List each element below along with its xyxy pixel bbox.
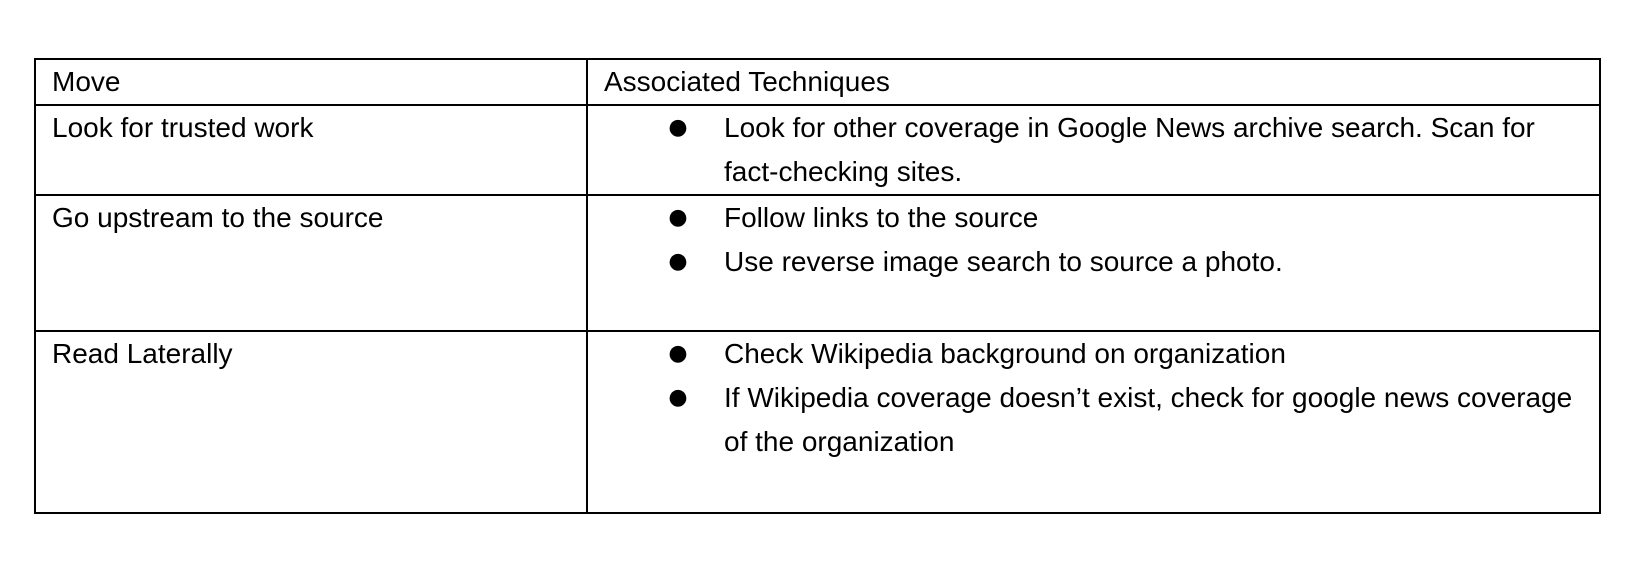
table-row: Look for trusted work ● Look for other c… — [34, 104, 1601, 196]
technique-text: Check Wikipedia background on organizati… — [724, 338, 1286, 369]
bullet-icon: ● — [668, 205, 688, 230]
bullet-icon: ● — [668, 341, 688, 366]
table-row: Read Laterally ● Check Wikipedia backgro… — [34, 330, 1601, 514]
technique-text: Follow links to the source — [724, 202, 1039, 233]
header-techniques-label: Associated Techniques — [604, 66, 890, 97]
header-move-cell: Move — [34, 58, 588, 106]
technique-text: Use reverse image search to source a pho… — [724, 246, 1283, 277]
header-techniques-cell: Associated Techniques — [586, 58, 1601, 106]
technique-item: ● If Wikipedia coverage doesn’t exist, c… — [588, 376, 1599, 464]
technique-list: ● Follow links to the source ● Use rever… — [588, 196, 1599, 284]
technique-item: ● Follow links to the source — [588, 196, 1599, 240]
header-move-label: Move — [52, 66, 121, 97]
bullet-icon: ● — [668, 115, 688, 140]
techniques-cell: ● Check Wikipedia background on organiza… — [586, 330, 1601, 514]
bullet-icon: ● — [668, 385, 688, 410]
technique-item: ● Look for other coverage in Google News… — [588, 106, 1599, 194]
move-cell: Go upstream to the source — [34, 194, 588, 332]
bullet-icon: ● — [668, 249, 688, 274]
move-label: Look for trusted work — [52, 112, 314, 143]
technique-item: ● Check Wikipedia background on organiza… — [588, 332, 1599, 376]
technique-list: ● Look for other coverage in Google News… — [588, 106, 1599, 194]
technique-item: ● Use reverse image search to source a p… — [588, 240, 1599, 284]
technique-text: If Wikipedia coverage doesn’t exist, che… — [724, 382, 1573, 457]
move-label: Read Laterally — [52, 338, 233, 369]
move-cell: Look for trusted work — [34, 104, 588, 196]
move-cell: Read Laterally — [34, 330, 588, 514]
techniques-cell: ● Follow links to the source ● Use rever… — [586, 194, 1601, 332]
move-label: Go upstream to the source — [52, 202, 384, 233]
technique-text: Look for other coverage in Google News a… — [724, 112, 1535, 187]
techniques-cell: ● Look for other coverage in Google News… — [586, 104, 1601, 196]
table-header-row: Move Associated Techniques — [34, 58, 1601, 106]
table-row: Go upstream to the source ● Follow links… — [34, 194, 1601, 332]
moves-techniques-table: Move Associated Techniques Look for trus… — [34, 58, 1601, 514]
technique-list: ● Check Wikipedia background on organiza… — [588, 332, 1599, 464]
